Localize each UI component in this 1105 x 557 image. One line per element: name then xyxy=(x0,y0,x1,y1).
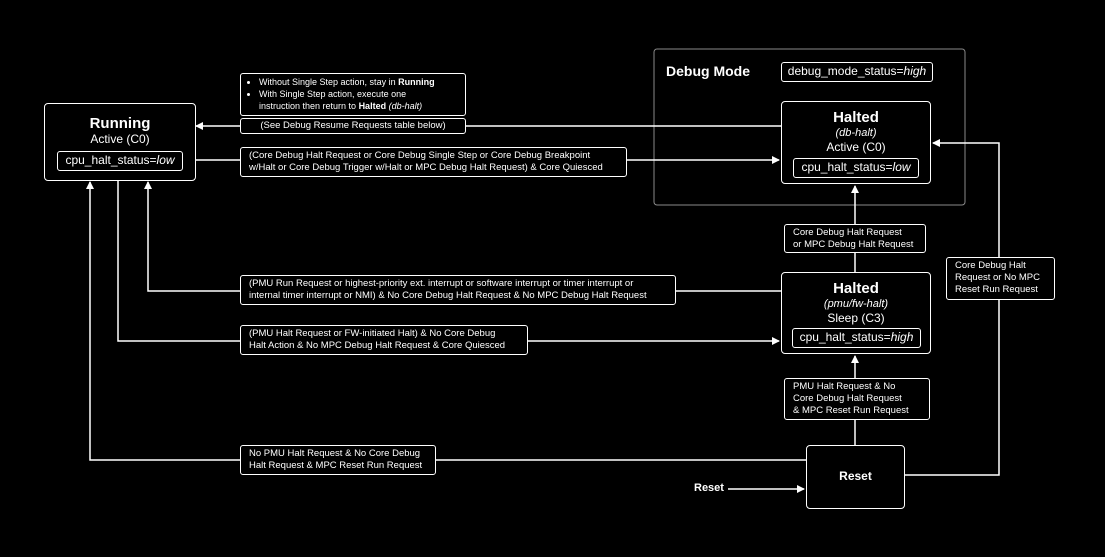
arrow-reset-to-run xyxy=(86,181,806,461)
halted-debug-status-value: low xyxy=(892,160,911,174)
state-halted-sleep: Halted (pmu/fw-halt) Sleep (C3) cpu_halt… xyxy=(781,272,931,354)
note-item-2: With Single Step action, execute oneinst… xyxy=(259,88,459,112)
arrow-reset-to-debug xyxy=(905,139,1000,476)
state-reset: Reset xyxy=(806,445,905,509)
state-running: Running Active (C0) cpu_halt_status=low xyxy=(44,103,196,181)
label-reset-to-debug: Core Debug Halt Request or No MPC Reset … xyxy=(946,257,1055,300)
debug-mode-status-key: debug_mode_status= xyxy=(787,64,904,78)
halted-sleep-status-value: high xyxy=(890,330,914,344)
label-reset-to-run: No PMU Halt Request & No Core Debug Halt… xyxy=(240,445,436,475)
debug-mode-status-value: high xyxy=(903,64,927,78)
debug-mode-status: debug_mode_status=high xyxy=(781,62,933,82)
label-resume: (See Debug Resume Requests table below) xyxy=(240,118,466,134)
note-item-1: Without Single Step action, stay in Runn… xyxy=(259,76,459,88)
halted-debug-mode: (db-halt) xyxy=(835,127,877,139)
arrow-sleep xyxy=(117,180,780,345)
halted-debug-status: cpu_halt_status=low xyxy=(793,158,919,178)
halted-sleep-status: cpu_halt_status=high xyxy=(792,328,921,348)
label-sleep: (PMU Halt Request or FW-initiated Halt) … xyxy=(240,325,528,355)
halted-debug-status-key: cpu_halt_status= xyxy=(801,160,893,174)
label-wake: (PMU Run Request or highest-priority ext… xyxy=(240,275,676,305)
debug-mode-title: Debug Mode xyxy=(666,63,750,79)
running-status-value: low xyxy=(156,153,175,167)
label-reset-to-sleep: PMU Halt Request & No Core Debug Halt Re… xyxy=(784,378,930,420)
reset-input-label: Reset xyxy=(694,482,724,494)
halted-debug-subtitle: Active (C0) xyxy=(826,140,886,154)
running-status: cpu_halt_status=low xyxy=(57,151,183,171)
running-subtitle: Active (C0) xyxy=(90,132,150,146)
running-status-key: cpu_halt_status= xyxy=(65,153,157,167)
label-to-debug: (Core Debug Halt Request or Core Debug S… xyxy=(240,147,627,177)
reset-title: Reset xyxy=(839,469,872,483)
halted-sleep-mode: (pmu/fw-halt) xyxy=(823,298,889,310)
running-title: Running xyxy=(89,115,151,132)
halted-debug-title: Halted xyxy=(833,109,879,126)
halted-sleep-title: Halted xyxy=(833,280,879,297)
halted-sleep-status-key: cpu_halt_status= xyxy=(799,330,891,344)
halted-sleep-subtitle: Sleep (C3) xyxy=(827,311,885,325)
state-halted-debug: Halted (db-halt) Active (C0) cpu_halt_st… xyxy=(781,101,931,184)
debug-mode-frame xyxy=(653,48,966,206)
single-step-notes: Without Single Step action, stay in Runn… xyxy=(240,73,466,116)
label-sleep-to-debug: Core Debug Halt Request or MPC Debug Hal… xyxy=(784,224,926,253)
